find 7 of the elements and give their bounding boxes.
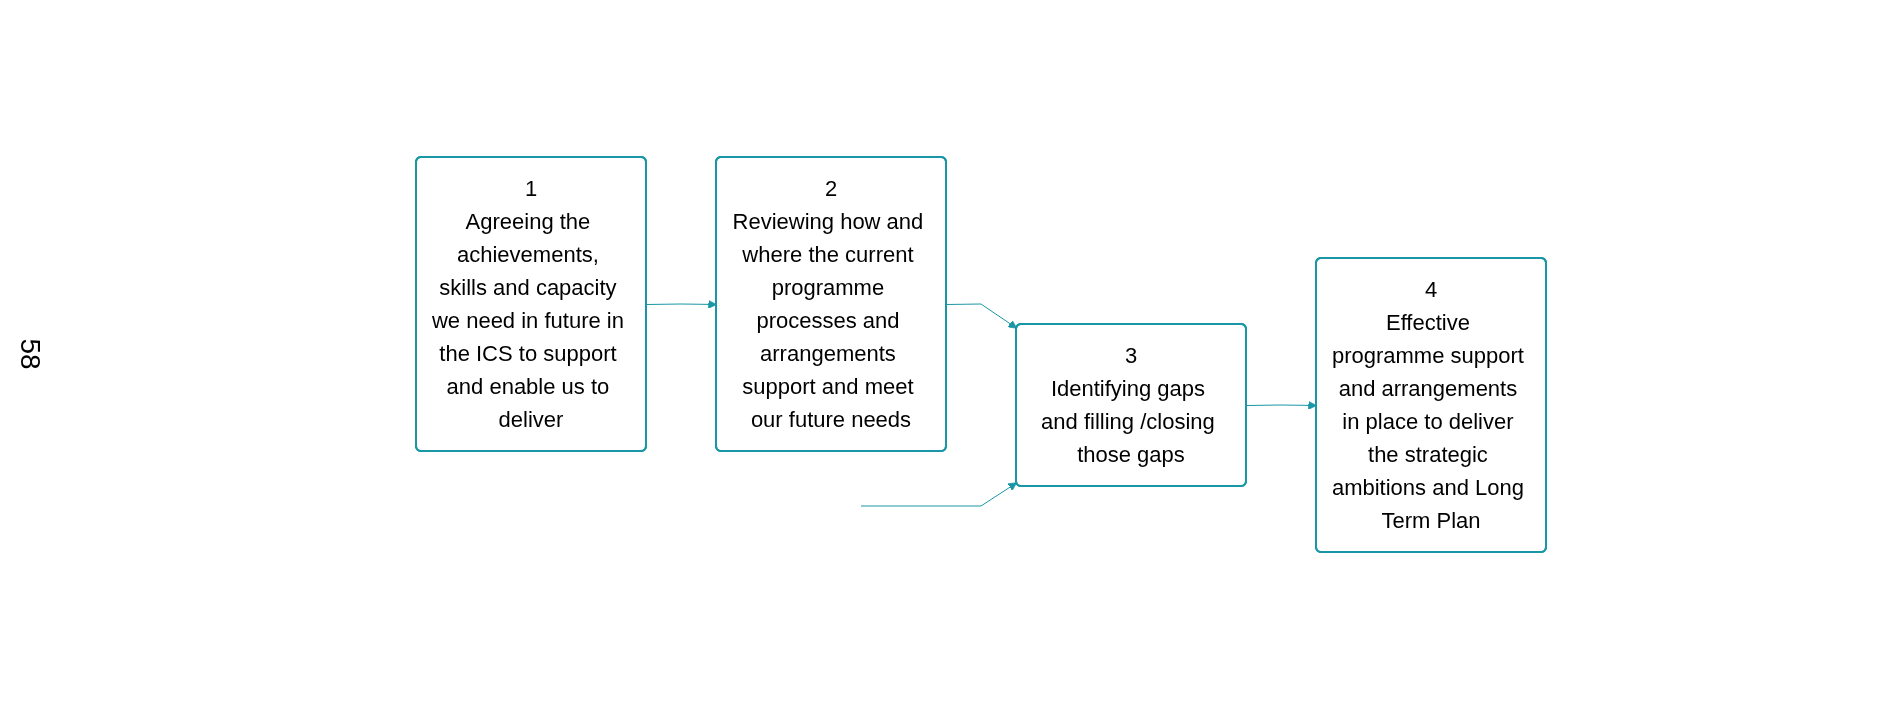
node-text: 2 Reviewing how and where the current programme processes and arrangements support and meet our future needs [732, 175, 923, 432]
node-text: 3 Identifying gaps and filling /closing those gaps [1040, 342, 1215, 467]
page-number: 58 [14, 338, 46, 370]
arrow [945, 303, 1017, 329]
node-text: 4 Effective programme support and arrangements in place to deliver the strategic ambitions and Long Term Plan [1331, 276, 1524, 533]
node-text: 1 Agreeing the achievements, skills and capacity we need in future in the ICS to support and enable us to deliver [431, 175, 624, 432]
arrow [860, 481, 1017, 506]
